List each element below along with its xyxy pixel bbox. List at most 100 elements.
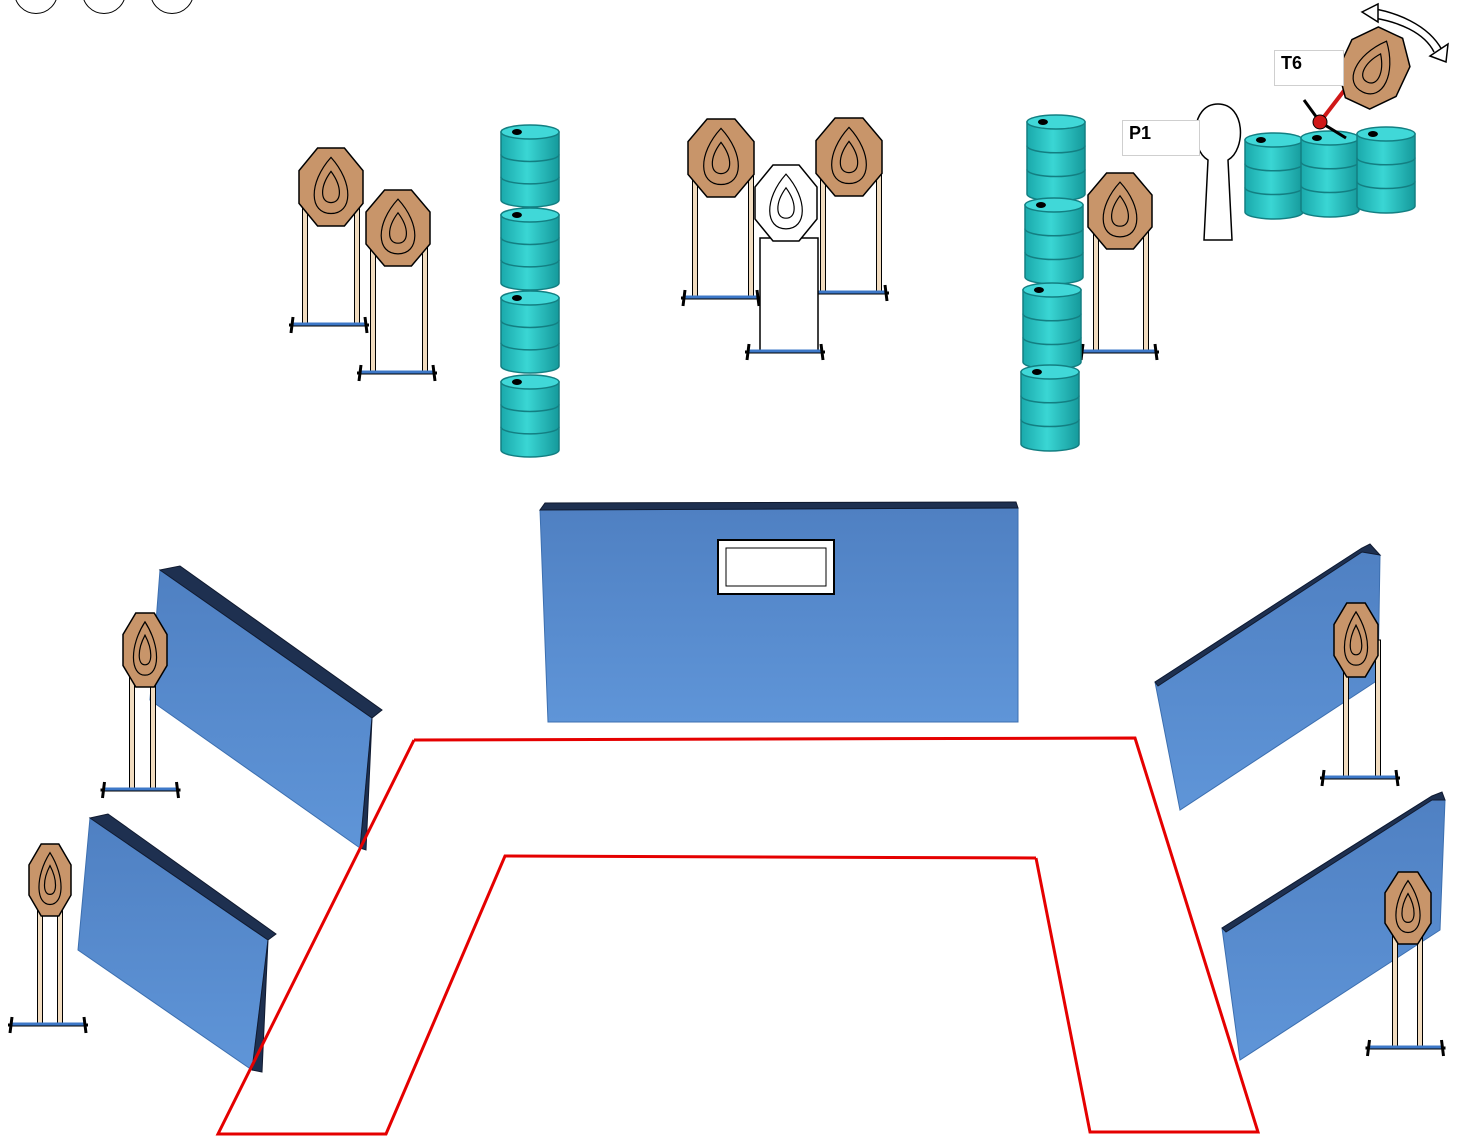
barrel-lid xyxy=(1300,130,1360,146)
fault-line-outer-left xyxy=(215,739,1037,1136)
target-octagon xyxy=(687,118,755,198)
target-ring-outer xyxy=(703,127,739,186)
right-back-wall xyxy=(1154,543,1382,811)
barrel xyxy=(1244,132,1304,220)
stand-base xyxy=(289,316,369,334)
barrel-bung xyxy=(1033,287,1044,293)
barrel-bung xyxy=(511,212,522,218)
right-front-wall xyxy=(1221,791,1446,1061)
steel-target xyxy=(815,117,883,197)
barrel-bung xyxy=(511,295,522,301)
target-ring-outer xyxy=(1395,879,1421,934)
barrel-bung xyxy=(511,129,522,135)
swing-pivot xyxy=(1312,114,1328,130)
barrel-lid xyxy=(1024,197,1084,213)
barrel-rib xyxy=(1026,145,1086,154)
barrel xyxy=(1022,282,1082,370)
wall-edge xyxy=(539,501,1019,511)
target-ring-outer xyxy=(831,126,867,185)
barrel-lid xyxy=(500,374,560,390)
popper-body xyxy=(1194,103,1242,241)
barrel-rib xyxy=(1024,252,1084,261)
stand-base xyxy=(809,284,889,302)
barrel-lid xyxy=(500,207,560,223)
steel-target xyxy=(298,147,364,227)
barrel-rib xyxy=(500,259,560,268)
target-ring-outer xyxy=(38,851,62,906)
stand-target-group xyxy=(100,612,181,799)
target-ring-inner xyxy=(1401,892,1415,924)
stand-base xyxy=(357,364,437,382)
barrel-rib xyxy=(1020,395,1080,404)
barrel xyxy=(500,290,560,374)
stand-base xyxy=(681,289,761,307)
steel-target xyxy=(754,164,818,242)
barrel-rib xyxy=(1022,313,1082,322)
barrel-body xyxy=(500,381,560,458)
steel-target xyxy=(687,118,755,198)
barrel-body xyxy=(500,131,560,208)
barrel-bung xyxy=(511,379,522,385)
popper-p1 xyxy=(1194,103,1242,241)
wall-edge xyxy=(88,813,277,1073)
stand-target-group xyxy=(357,189,437,382)
target-ring-outer xyxy=(1343,610,1369,666)
barrel-rib xyxy=(500,342,560,351)
props-layer xyxy=(8,2,1449,1057)
barrel-lid xyxy=(1020,364,1080,380)
barrel-rib xyxy=(500,154,560,163)
target-ring-outer xyxy=(769,173,803,230)
barrel-bung xyxy=(1255,137,1266,143)
target-octagon xyxy=(28,843,72,917)
stand-base xyxy=(1320,769,1400,787)
target-ring-inner xyxy=(1362,52,1383,84)
barrel-rib xyxy=(1026,169,1086,178)
barrel xyxy=(500,124,560,208)
barrel-body xyxy=(1024,204,1084,285)
fault-line-outer-right xyxy=(413,736,1261,1134)
barrel-rib xyxy=(1024,228,1084,237)
wall-edge xyxy=(1154,543,1382,687)
barrel-rib xyxy=(500,237,560,246)
barrel-body xyxy=(1244,139,1304,220)
wall-edge xyxy=(158,565,383,851)
target-octagon xyxy=(815,117,883,197)
barrel-body xyxy=(1300,137,1360,218)
target-octagon xyxy=(365,189,431,267)
target-ring-inner xyxy=(839,140,859,174)
target-ring-inner xyxy=(711,141,731,175)
barrel xyxy=(500,207,560,291)
target-ring-outer xyxy=(380,198,416,255)
barrel-rib xyxy=(500,320,560,329)
target-ring-outer xyxy=(1102,181,1138,238)
stand-target-group xyxy=(1320,602,1400,787)
wall-edge xyxy=(1221,791,1446,933)
stand-base xyxy=(745,343,825,361)
steel-target xyxy=(28,843,72,917)
target-ring-outer xyxy=(313,156,349,215)
rotate-arrow-icon xyxy=(1360,2,1449,64)
barrel-body xyxy=(1022,289,1082,370)
target-octagon xyxy=(754,164,818,242)
stand-target-group xyxy=(809,117,889,302)
barrel-body xyxy=(1020,371,1080,452)
barrel-bung xyxy=(1311,135,1322,141)
barrel-lid xyxy=(1356,126,1416,142)
barrel-rib xyxy=(500,404,560,413)
barrel-body xyxy=(500,297,560,374)
barrel-bung xyxy=(1037,119,1048,125)
steel-target xyxy=(1087,172,1153,250)
barrel xyxy=(1356,126,1416,214)
barrel-body xyxy=(1026,121,1086,202)
target-ring-outer xyxy=(132,620,158,676)
popper-label-p1: P1 xyxy=(1122,120,1200,156)
left-back-wall xyxy=(149,565,383,851)
no-shoot-post xyxy=(759,237,819,353)
barrel-rib xyxy=(500,176,560,185)
barrel-lid xyxy=(1026,114,1086,130)
barrel-rib xyxy=(1356,157,1416,166)
steel-target xyxy=(122,612,168,688)
barrel-rib xyxy=(500,426,560,435)
wall-face xyxy=(77,817,269,1071)
